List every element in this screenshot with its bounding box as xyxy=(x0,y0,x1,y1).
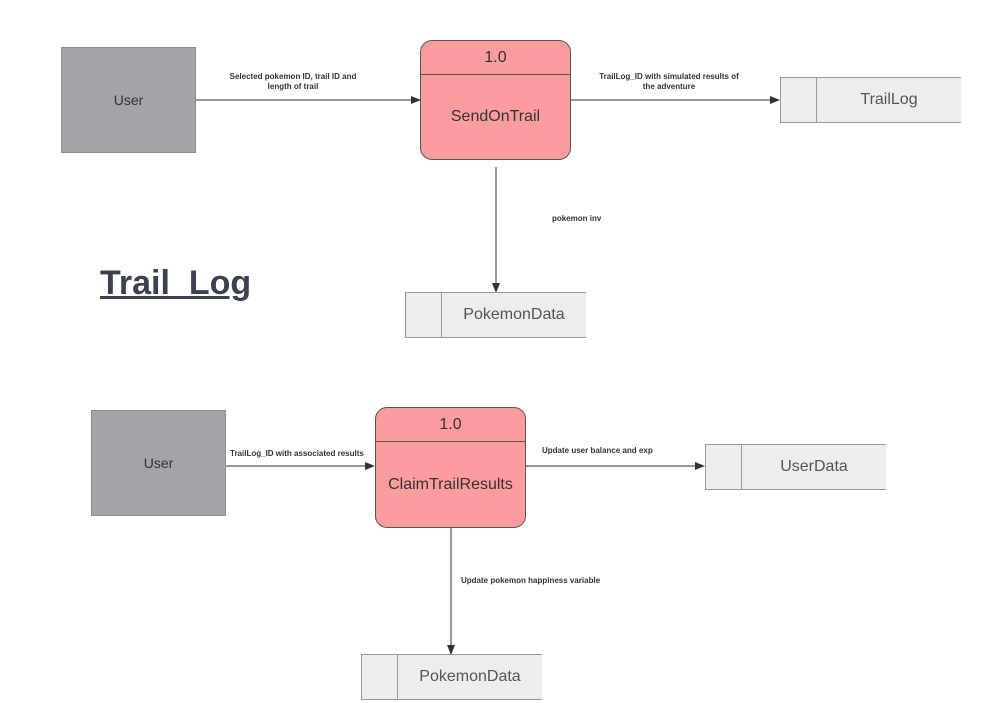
datastore-name: PokemonData xyxy=(419,668,521,685)
datastore-name: UserData xyxy=(780,458,848,475)
process-claimtrailresults: 1.0 ClaimTrailResults xyxy=(375,407,526,528)
datastore-id-cell xyxy=(781,78,817,122)
datastore-pokemondata-1: PokemonData xyxy=(405,292,586,338)
flow-label-line: Selected pokemon ID, trail ID and xyxy=(229,72,357,81)
datastore-id-cell xyxy=(406,293,442,337)
datastore-traillog: TrailLog xyxy=(780,77,961,123)
user-entity-2: User xyxy=(91,410,226,516)
process-id: 1.0 xyxy=(376,408,525,442)
flow-label-traillog-output: TrailLog_ID with simulated results of th… xyxy=(580,72,758,92)
flow-label-line: TrailLog_ID with simulated results of xyxy=(599,72,739,81)
datastore-pokemondata-2: PokemonData xyxy=(361,654,542,700)
flow-label-line: the adventure xyxy=(642,82,696,91)
flow-label-pokemon-inv: pokemon inv xyxy=(552,214,602,223)
flow-label-traillog-id: TrailLog_ID with associated results xyxy=(230,449,364,458)
datastore-id-cell xyxy=(706,445,742,489)
page-title: Trail Log xyxy=(100,264,252,302)
user-entity-label: User xyxy=(113,92,144,108)
flow-label-update-balance: Update user balance and exp xyxy=(542,446,653,455)
process-name: SendOnTrail xyxy=(450,108,541,125)
datastore-name: TrailLog xyxy=(860,91,918,108)
datastore-id-cell xyxy=(362,655,398,699)
process-id: 1.0 xyxy=(421,41,570,75)
process-sendontrail: 1.0 SendOnTrail xyxy=(420,40,571,160)
datastore-userdata: UserData xyxy=(705,444,886,490)
flow-label-line: length of trail xyxy=(267,82,319,91)
flow-label-update-happiness: Update pokemon happiness variable xyxy=(461,576,601,585)
flow-label-user-input: Selected pokemon ID, trail ID and length… xyxy=(200,72,386,92)
datastore-name: PokemonData xyxy=(463,306,565,323)
user-entity-1: User xyxy=(61,47,196,153)
process-name: ClaimTrailResults xyxy=(388,475,513,493)
user-entity-label: User xyxy=(143,455,174,471)
